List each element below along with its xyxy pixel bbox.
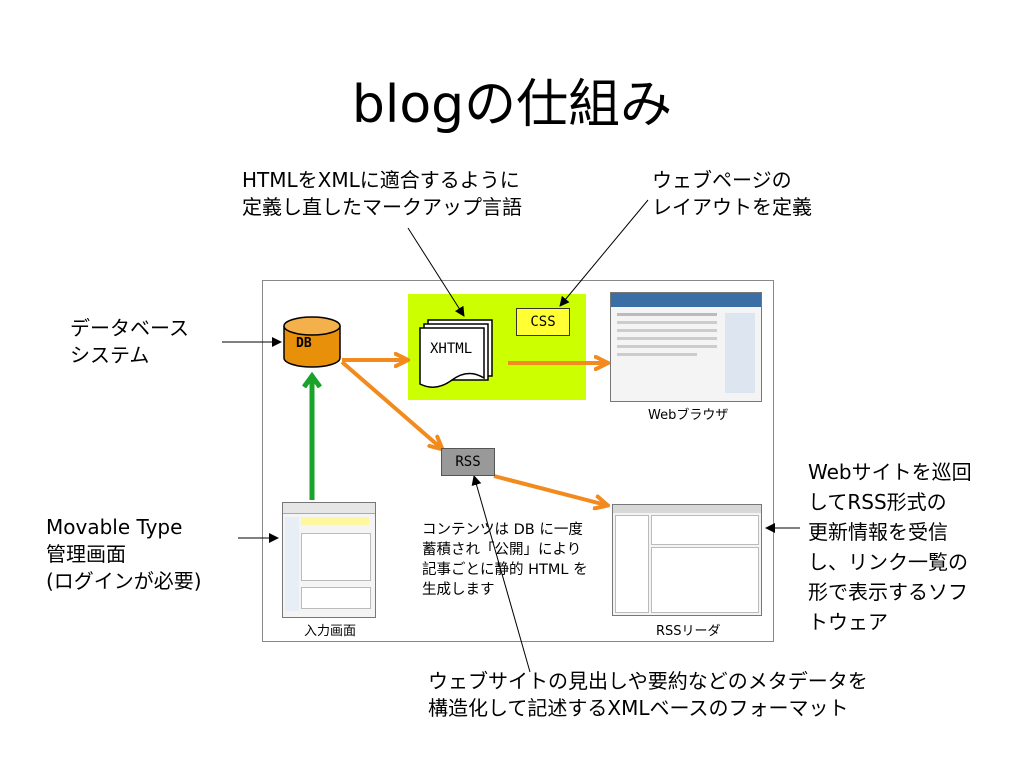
rss-reader-description: Webサイトを巡回 してRSS形式の 更新情報を受信 し、リンク一覧の 形で表示…: [808, 460, 972, 634]
input-caption: 入力画面: [304, 624, 357, 639]
db-label: DB: [296, 336, 312, 351]
xhtml-document-icon: [419, 319, 493, 388]
browser-screenshot: [610, 292, 762, 402]
page-title: blogの仕組み: [351, 75, 673, 135]
rss-description: ウェブサイトの見出しや要約などのメタデータを 構造化して記述するXMLベースのフ…: [428, 669, 868, 720]
rss-reader-caption: RSSリーダ: [656, 624, 721, 639]
xhtml-label: XHTML: [430, 341, 473, 357]
db-cylinder-icon: [283, 316, 341, 368]
css-box: CSS: [516, 308, 570, 336]
rss-box: RSS: [441, 448, 495, 476]
input-screenshot: [282, 502, 376, 618]
movable-type-description: Movable Type 管理画面 (ログインが必要): [46, 515, 202, 593]
rss-reader-screenshot: [612, 504, 762, 616]
css-description: ウェブページの レイアウトを定義: [652, 168, 812, 219]
xhtml-description: HTMLをXMLに適合するように 定義し直したマークアップ言語: [242, 168, 522, 219]
content-note: コンテンツは DB に一度 蓄積され「公開」により 記事ごとに静的 HTML を…: [422, 522, 588, 598]
db-description: データベース システム: [70, 316, 189, 367]
browser-caption: Webブラウザ: [648, 408, 729, 423]
